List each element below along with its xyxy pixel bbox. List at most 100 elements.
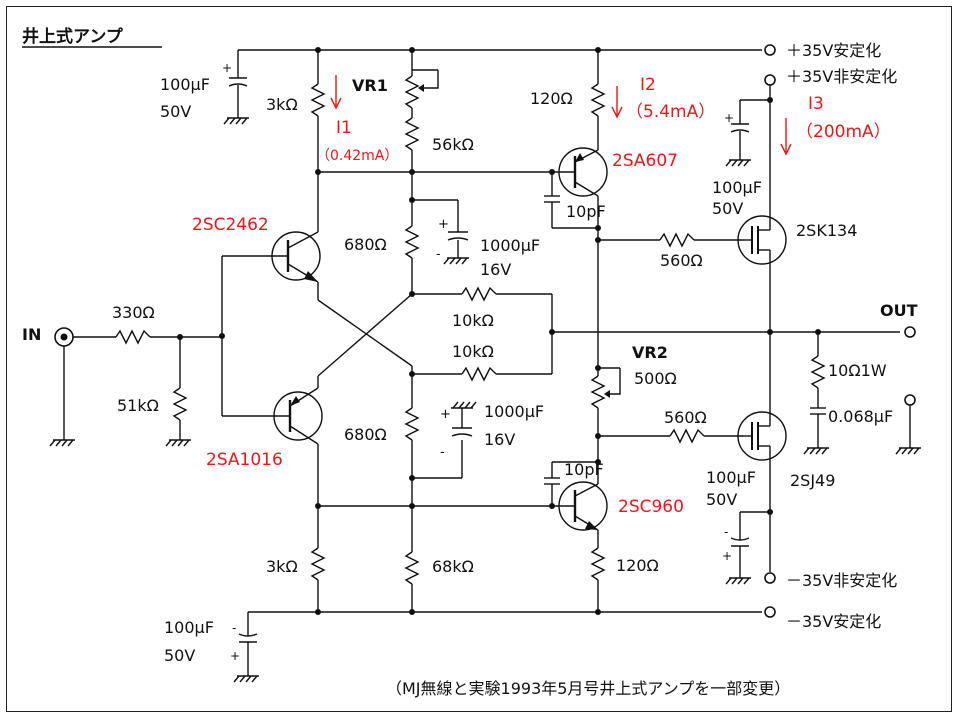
transistor-q4 xyxy=(558,481,608,612)
label-r-q4-emit: 120Ω xyxy=(616,556,659,575)
cap-1000-top: + - xyxy=(412,199,470,265)
zobel-network xyxy=(803,329,830,455)
terminal-pos-unreg xyxy=(764,74,776,86)
label-pos-reg: ＋35V安定化 xyxy=(786,41,881,60)
label-r-680-top: 680Ω xyxy=(344,235,387,254)
label-r-q2-bot: 3kΩ xyxy=(266,557,298,576)
resistor-fb1 xyxy=(412,286,552,302)
svg-text:+: + xyxy=(438,217,449,232)
label-c-bot-right-v: 50V xyxy=(706,490,737,509)
resistor-gate-bot xyxy=(598,428,744,444)
label-neg-reg: －35V安定化 xyxy=(786,612,881,631)
input-jack xyxy=(49,327,76,447)
label-c-q4: 10pF xyxy=(564,460,604,479)
label-r-51k: 51kΩ xyxy=(117,396,159,415)
label-q4: 2SC960 xyxy=(618,497,684,517)
label-vr2: VR2 xyxy=(632,343,668,362)
label-c-top-right-val: 100μF xyxy=(712,178,762,197)
label-r-56k: 56kΩ xyxy=(432,135,474,154)
label-c1000-bot-v: 16V xyxy=(484,430,515,449)
transistor-q6 xyxy=(737,411,787,572)
svg-text:+: + xyxy=(230,649,240,663)
svg-text:+: + xyxy=(722,549,732,563)
cap-bottom-left: - + xyxy=(230,612,260,683)
resistor-q1-3k xyxy=(310,50,326,224)
transistor-q3 xyxy=(558,50,608,368)
label-q2: 2SA1016 xyxy=(206,450,283,470)
terminal-out xyxy=(904,326,916,338)
label-in: IN xyxy=(22,325,41,344)
pot-vr1 xyxy=(404,50,439,226)
page-title: 井上式アンプ xyxy=(22,26,124,47)
pot-vr2 xyxy=(590,365,621,484)
label-r-gate-bot: 560Ω xyxy=(664,408,707,427)
resistor-68k xyxy=(404,551,420,612)
wire-cross-b xyxy=(317,293,413,377)
label-i2-val: （5.4mA） xyxy=(626,102,715,122)
svg-text:+: + xyxy=(440,407,451,422)
label-c-bot-right-val: 100μF xyxy=(706,468,756,487)
resistor-fb2 xyxy=(412,366,552,382)
terminal-neg-reg xyxy=(764,606,776,618)
resistor-330 xyxy=(73,329,222,345)
label-c1000-bot-val: 1000μF xyxy=(484,402,544,421)
label-c-top-right-v: 50V xyxy=(712,199,743,218)
label-out: OUT xyxy=(880,301,918,320)
label-c-bot-left-v: 50V xyxy=(164,646,195,665)
label-r-fb2: 10kΩ xyxy=(452,342,494,361)
label-r-zobel: 10Ω1W xyxy=(828,361,887,380)
label-r-68k: 68kΩ xyxy=(432,557,474,576)
label-pos-unreg: ＋35V非安定化 xyxy=(786,67,897,86)
transistor-q5 xyxy=(737,100,787,414)
label-c-top-left-val: 100μF xyxy=(160,75,210,94)
svg-text:-: - xyxy=(436,247,441,262)
label-c1000-top-v: 16V xyxy=(480,260,511,279)
label-r-680-bot: 680Ω xyxy=(344,425,387,444)
label-i1-val: （0.42mA） xyxy=(316,148,398,164)
resistor-680-bot xyxy=(404,366,420,552)
terminal-neg-unreg xyxy=(764,572,776,584)
transistor-q1 xyxy=(222,224,321,283)
resistor-q2-3k xyxy=(310,547,326,612)
svg-text:+: + xyxy=(222,61,232,75)
label-r-q1-top: 3kΩ xyxy=(266,95,298,114)
label-c1000-top-val: 1000μF xyxy=(480,236,540,255)
svg-text:-: - xyxy=(232,621,236,635)
label-c-zobel: 0.068μF xyxy=(828,407,893,426)
cap-top-left: + xyxy=(222,50,250,125)
label-vr2-value: 500Ω xyxy=(634,369,677,388)
svg-text:-: - xyxy=(724,525,728,539)
cap-bottom-right: - + xyxy=(722,511,770,585)
label-r-fb1: 10kΩ xyxy=(452,311,494,330)
label-c-bot-left-val: 100μF xyxy=(164,618,214,637)
cap-10pf-q3 xyxy=(544,169,598,229)
cap-top-right: + xyxy=(724,99,770,167)
terminal-out-gnd xyxy=(895,394,922,455)
label-neg-unreg: －35V非安定化 xyxy=(786,571,897,590)
current-arrow-i1 xyxy=(330,75,342,110)
wire-cross-a xyxy=(317,299,413,367)
label-q5: 2SK134 xyxy=(796,221,857,240)
cap-1000-bot: + - xyxy=(412,401,477,479)
label-i3: I3 xyxy=(808,94,824,114)
label-i3-val: （200mA） xyxy=(796,122,891,142)
label-r-gate-top: 560Ω xyxy=(660,251,703,270)
label-i2: I2 xyxy=(640,75,656,95)
label-q1: 2SC2462 xyxy=(192,215,269,235)
svg-text:-: - xyxy=(440,445,445,460)
label-r-q3-emit: 120Ω xyxy=(530,89,573,108)
current-arrow-i2 xyxy=(611,86,623,119)
label-q3: 2SA607 xyxy=(612,151,678,171)
resistor-51k xyxy=(165,334,192,447)
diagram-frame xyxy=(6,6,952,712)
resistor-680-top xyxy=(404,225,420,294)
label-r-330: 330Ω xyxy=(112,303,155,322)
label-c-top-left-v: 50V xyxy=(160,102,191,121)
caption: （MJ無線と実験1993年5月号井上式アンプを一部変更） xyxy=(386,679,790,698)
svg-text:+: + xyxy=(724,111,734,125)
terminal-pos-reg xyxy=(764,44,776,56)
resistor-gate-top xyxy=(598,232,744,248)
label-c-q3: 10pF xyxy=(566,202,606,221)
label-i1: I1 xyxy=(336,118,352,138)
